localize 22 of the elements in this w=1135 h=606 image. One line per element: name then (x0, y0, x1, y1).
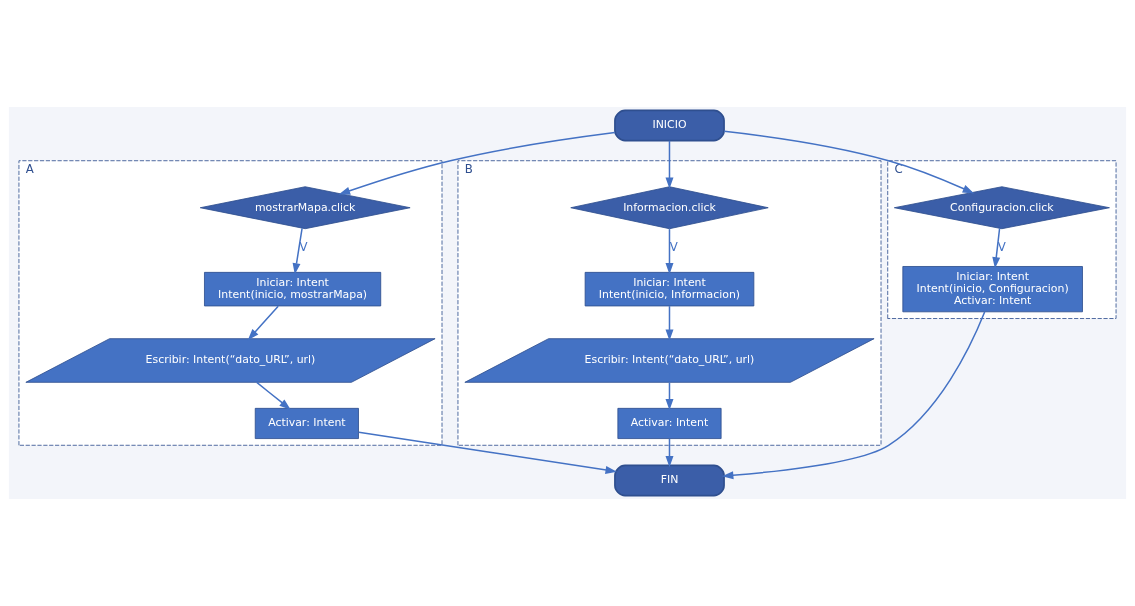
arrow (247, 305, 279, 341)
arrow (358, 431, 617, 474)
arrow (665, 228, 674, 275)
arrow (292, 227, 303, 275)
arrow (665, 139, 674, 189)
node-box: Activar: Intent (254, 407, 359, 439)
node-box: FIN (614, 464, 725, 497)
arrow (992, 227, 1001, 269)
arrow (721, 311, 986, 480)
node-box: Iniciar: Intent Intent(inicio, mostrarMapa) (204, 271, 382, 307)
edge-label: V (299, 239, 308, 254)
node-diamond: Informacion.click (570, 186, 769, 230)
node-box: INICIO (614, 109, 725, 142)
node-box: Activar: Intent (617, 407, 722, 439)
node-box: Iniciar: Intent Intent(inicio, Configuracion) Activar: Intent (902, 266, 1083, 313)
arrow (723, 130, 975, 194)
edge-label: V (997, 239, 1006, 254)
edge-label: V (669, 239, 678, 254)
arrow (338, 131, 616, 195)
arrow (256, 381, 291, 410)
node-box: Iniciar: Intent Intent(inicio, Informacion) (584, 271, 755, 307)
arrow (665, 305, 674, 341)
